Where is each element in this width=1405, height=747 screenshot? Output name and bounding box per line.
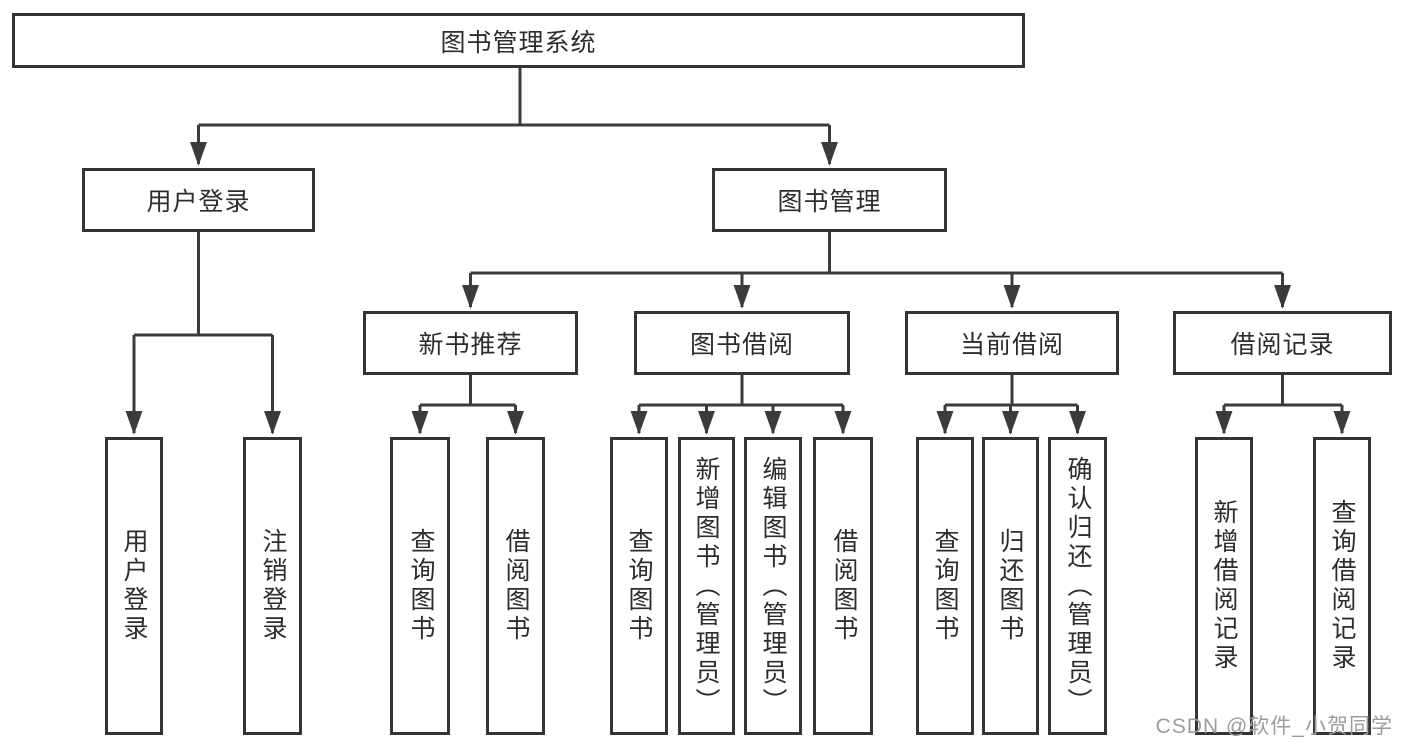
connector-root-branch: [198, 68, 830, 127]
leaf-confirm-return-admin: 确认归还（管理员）: [1048, 437, 1107, 735]
connector-recommend-branch: [420, 375, 516, 407]
leaf-borrow-book: 借阅图书: [486, 437, 545, 735]
leaf-add-borrow-record: 新增借阅记录: [1195, 437, 1253, 735]
leaf-edit-book-admin: 编辑图书（管理员）: [744, 437, 802, 735]
node-borrow-records: 借阅记录: [1173, 311, 1392, 375]
leaf-query-book: 查询图书: [916, 437, 974, 735]
connector-borrow-branch: [639, 375, 843, 407]
connector-management-branch: [470, 232, 1283, 275]
node-book-management: 图书管理: [712, 168, 947, 232]
leaf-logout: 注销登录: [243, 437, 302, 735]
connector-records-branch: [1224, 375, 1342, 407]
leaf-query-borrow-record: 查询借阅记录: [1313, 437, 1371, 735]
connector-current-branch: [945, 375, 1078, 407]
watermark: CSDN @软件_小贺同学: [1155, 715, 1393, 738]
leaf-user-login: 用户登录: [105, 437, 163, 735]
connector-login-branch: [134, 232, 273, 337]
leaf-borrow-book: 借阅图书: [813, 437, 873, 735]
leaf-return-book: 归还图书: [982, 437, 1039, 735]
node-book-borrow: 图书借阅: [634, 311, 850, 375]
leaf-add-book-admin: 新增图书（管理员）: [678, 437, 735, 735]
node-current-borrow: 当前借阅: [905, 311, 1119, 375]
leaf-query-book: 查询图书: [390, 437, 450, 735]
node-user-login: 用户登录: [82, 168, 315, 232]
node-root-system: 图书管理系统: [12, 13, 1025, 68]
leaf-query-book: 查询图书: [610, 437, 668, 735]
node-new-book-recommend: 新书推荐: [363, 311, 578, 375]
